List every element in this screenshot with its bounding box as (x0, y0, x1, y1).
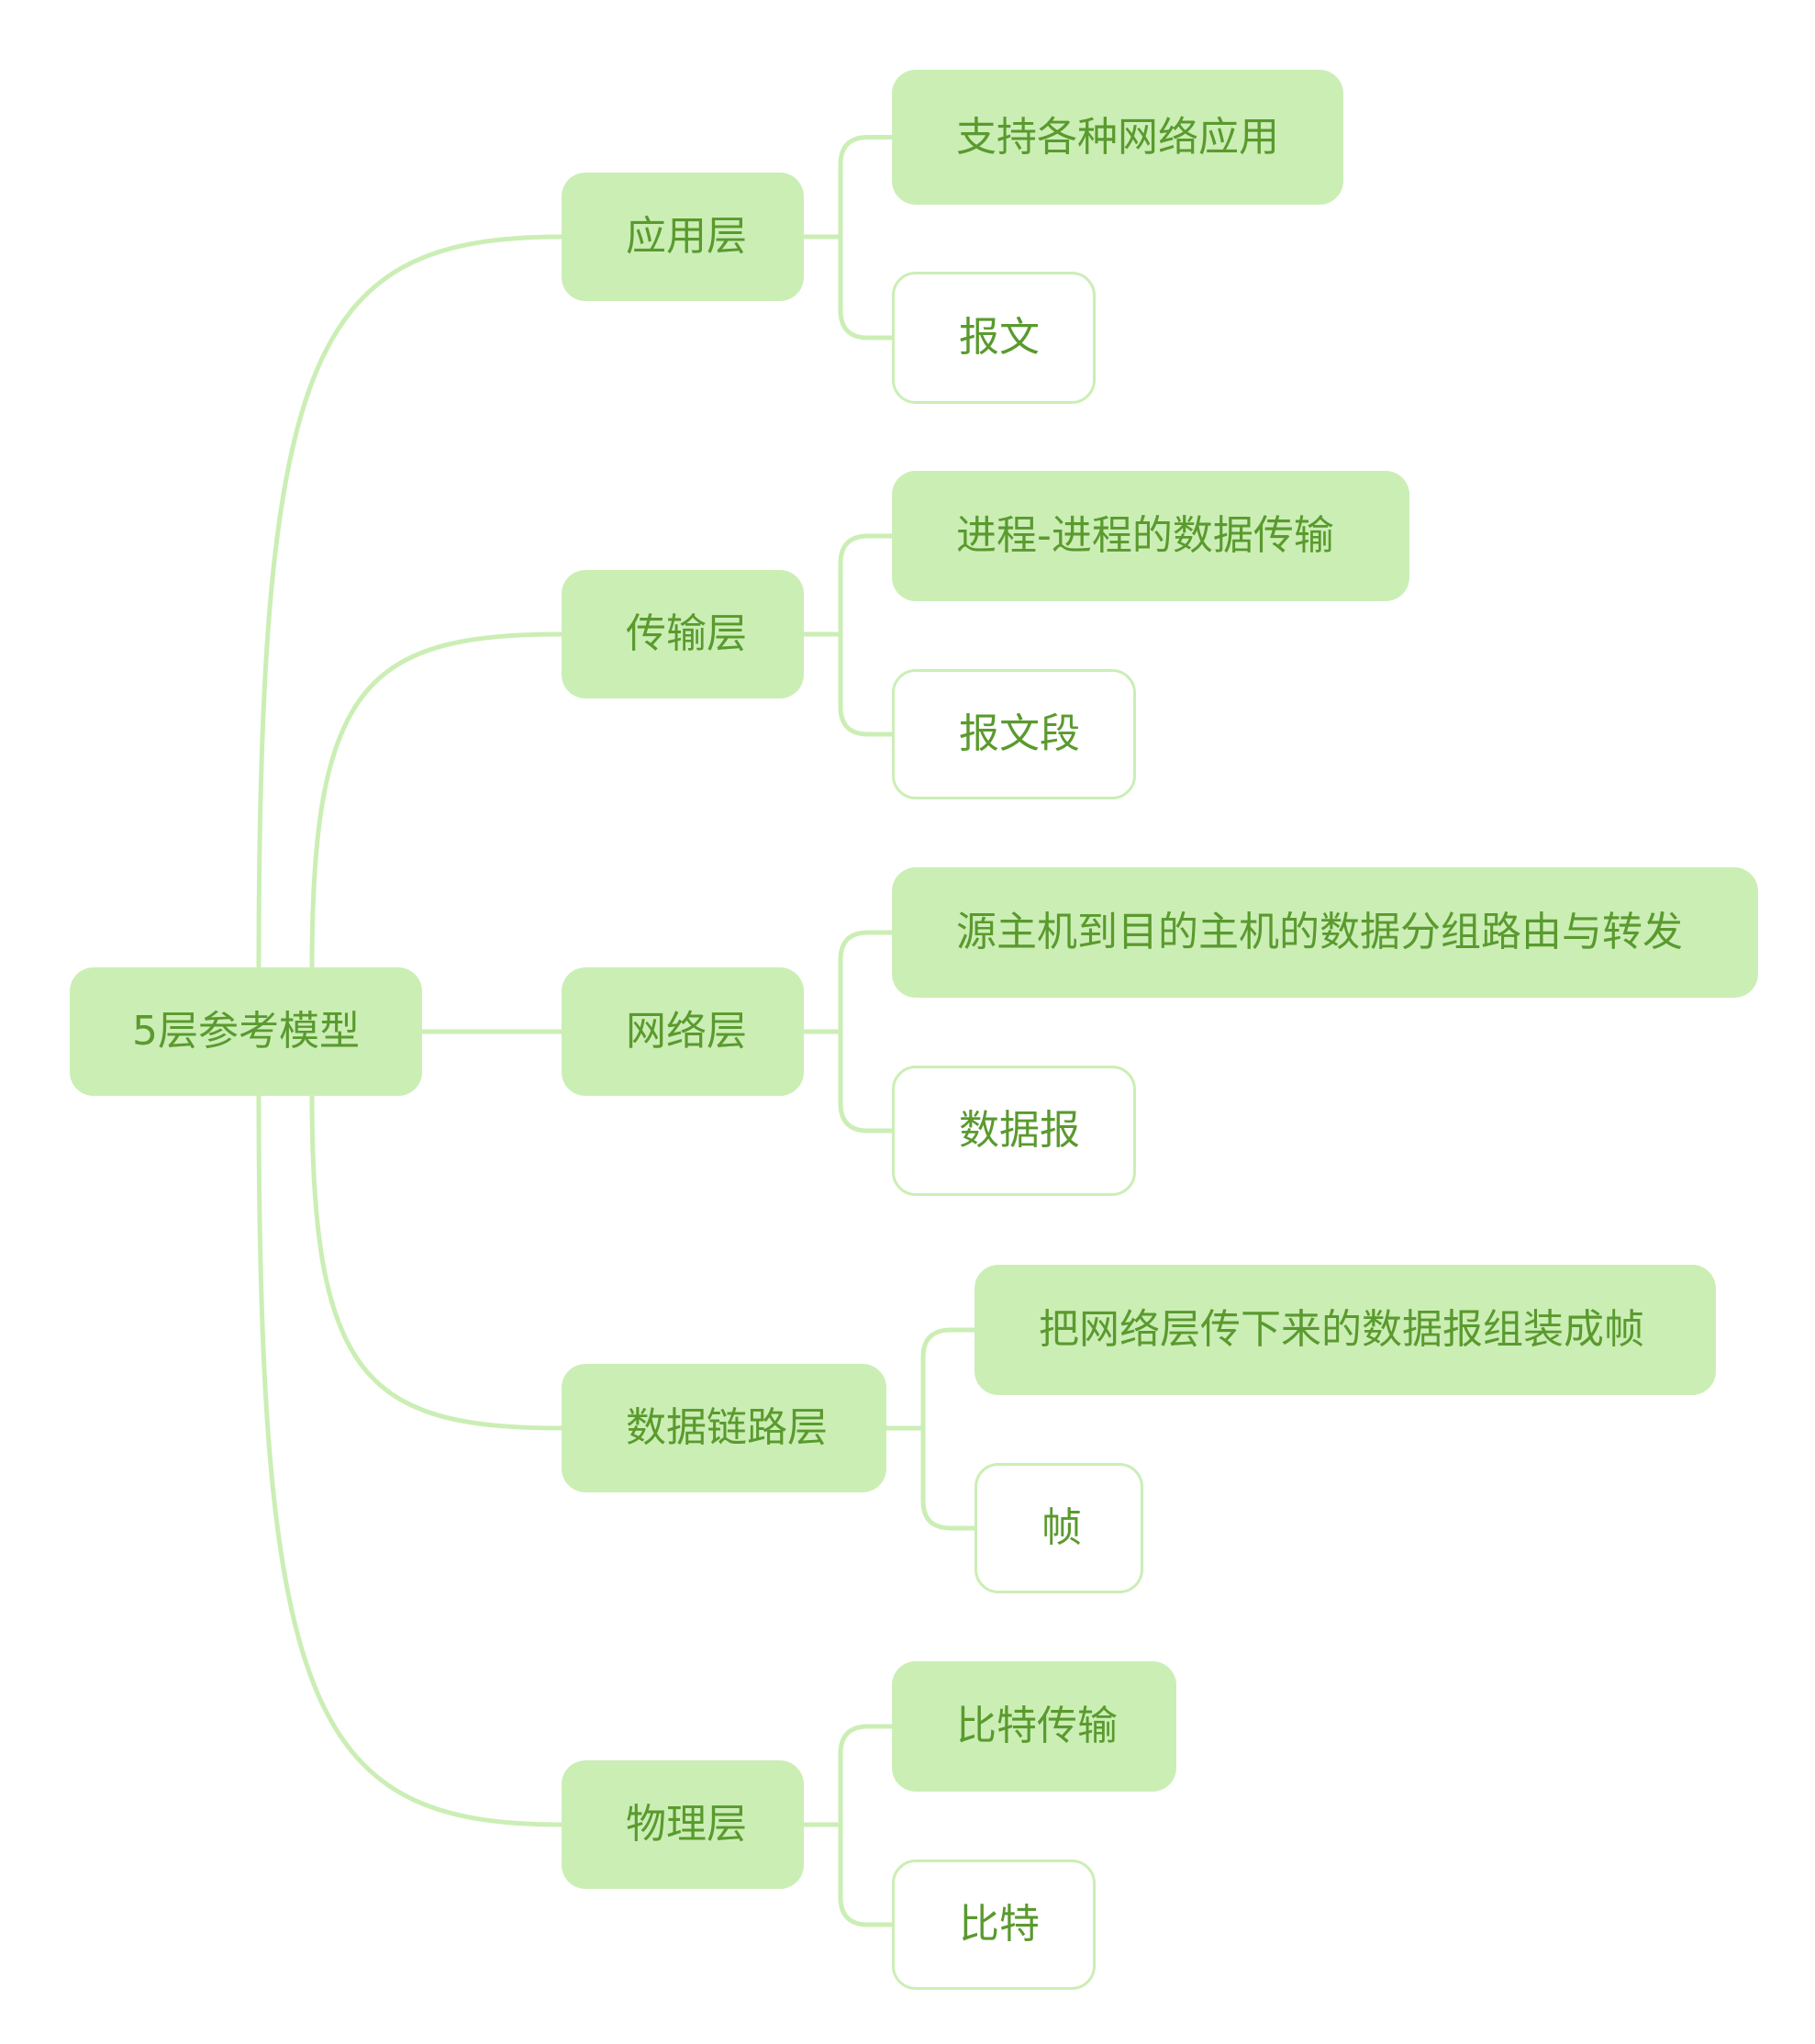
link-layer-to-leaf (920, 1425, 977, 1531)
link-layer-to-leaf (838, 135, 895, 240)
leaf-node-network-desc[interactable]: 源主机到目的主机的数据分组路由与转发 (892, 867, 1758, 998)
leaf-node-datalink-desc[interactable]: 把网络层传下来的数据报组装成帧 (974, 1265, 1716, 1395)
link-layer-to-leaf (920, 1327, 977, 1431)
layer-node-datalink[interactable]: 数据链路层 (562, 1364, 886, 1492)
root-label: 5层参考模型 (132, 1008, 360, 1055)
layer-label: 数据链路层 (626, 1404, 828, 1451)
layer-label: 应用层 (626, 213, 747, 260)
layer-label: 物理层 (626, 1801, 747, 1848)
leaf-node-datalink-pdu[interactable]: 帧 (974, 1463, 1143, 1593)
layer-node-application[interactable]: 应用层 (562, 173, 804, 301)
leaf-label: 帧 (1041, 1504, 1082, 1551)
layer-node-physical[interactable]: 物理层 (562, 1760, 804, 1889)
link-layer-to-leaf (838, 1029, 895, 1134)
link-layer-to-leaf (838, 1724, 895, 1827)
leaf-node-transport-desc[interactable]: 进程-进程的数据传输 (892, 471, 1409, 601)
layer-label: 网络层 (626, 1008, 747, 1055)
leaf-node-network-pdu[interactable]: 数据报 (892, 1066, 1136, 1196)
leaf-node-physical-desc[interactable]: 比特传输 (892, 1661, 1176, 1792)
leaf-label: 源主机到目的主机的数据分组路由与转发 (956, 909, 1683, 955)
link-layer-to-leaf (838, 1822, 895, 1927)
layer-node-network[interactable]: 网络层 (562, 967, 804, 1096)
leaf-label: 报文段 (959, 710, 1080, 757)
link-root-to-layer (256, 234, 564, 970)
leaf-node-physical-pdu[interactable]: 比特 (892, 1860, 1096, 1990)
leaf-node-transport-pdu[interactable]: 报文段 (892, 669, 1136, 799)
link-layer-to-leaf (838, 631, 895, 737)
leaf-label: 报文 (959, 314, 1040, 361)
link-root-to-layer (309, 1093, 564, 1431)
link-root-to-layer (256, 1093, 564, 1827)
leaf-label: 数据报 (959, 1107, 1080, 1154)
leaf-node-application-desc[interactable]: 支持各种网络应用 (892, 70, 1343, 205)
link-root-to-layer (309, 631, 564, 970)
layer-label: 传输层 (626, 610, 747, 657)
leaf-label: 进程-进程的数据传输 (956, 512, 1334, 559)
link-layer-to-leaf (838, 533, 895, 637)
leaf-label: 把网络层传下来的数据报组装成帧 (1039, 1306, 1644, 1353)
link-layer-to-leaf (838, 930, 895, 1034)
leaf-label: 比特 (959, 1901, 1040, 1948)
layer-node-transport[interactable]: 传输层 (562, 570, 804, 698)
link-layer-to-leaf (838, 234, 895, 341)
root-node[interactable]: 5层参考模型 (70, 967, 422, 1096)
leaf-label: 支持各种网络应用 (956, 113, 1279, 161)
leaf-label: 比特传输 (956, 1703, 1118, 1749)
leaf-node-application-pdu[interactable]: 报文 (892, 272, 1096, 404)
